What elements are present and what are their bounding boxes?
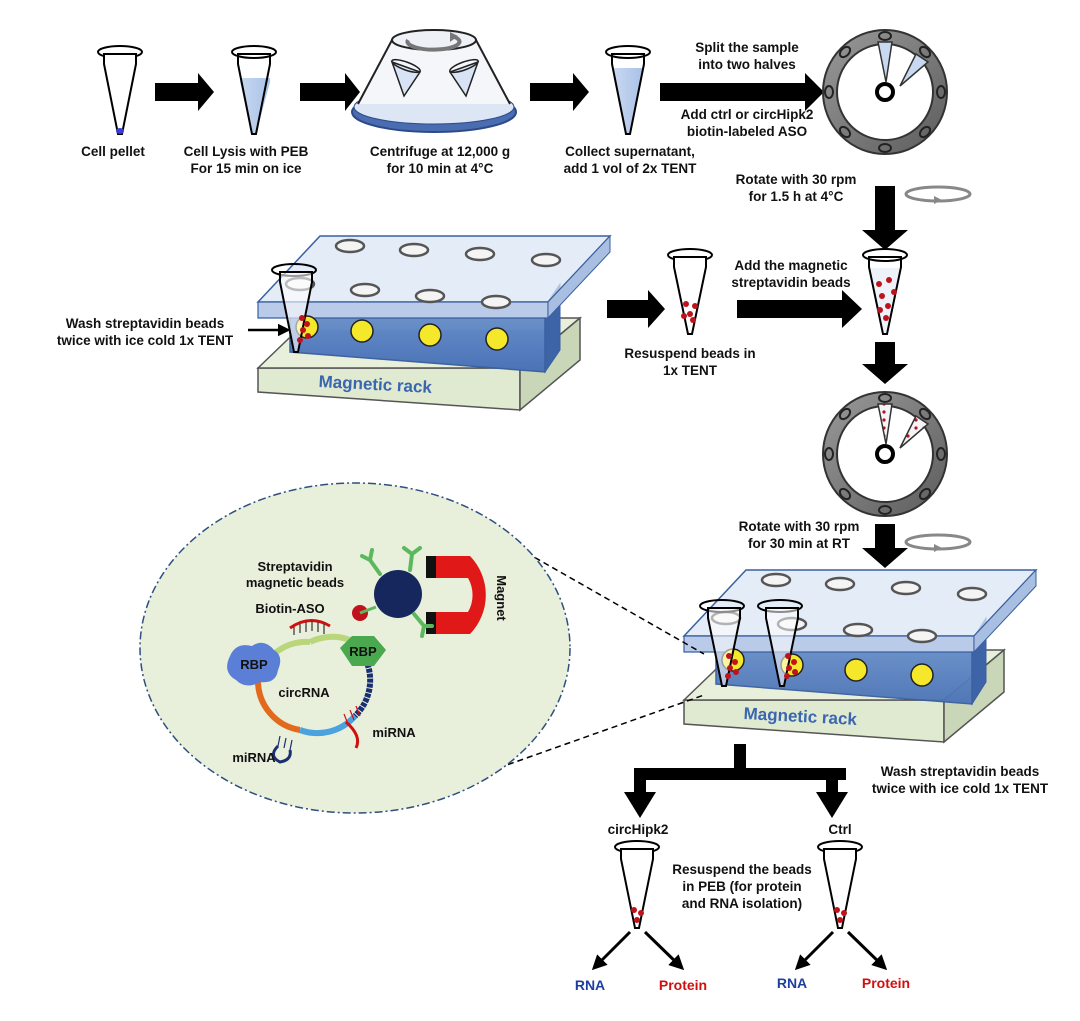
label-rbp-right: RBP <box>349 644 377 659</box>
label-left-protein: Protein <box>659 977 707 993</box>
label-cell-pellet: Cell pellet <box>81 144 145 159</box>
label-centrifuge-1: Centrifuge at 12,000 g <box>370 144 510 159</box>
output-arrows <box>591 930 888 971</box>
label-magnet: Magnet <box>494 575 509 621</box>
split-tree-arrows <box>624 744 848 818</box>
label-rotate2-1: Rotate with 30 rpm <box>739 519 860 534</box>
label-right-rna: RNA <box>777 975 807 991</box>
arrow-3 <box>530 73 589 111</box>
arrow-add-beads <box>737 290 862 328</box>
tube-ctrl <box>817 840 863 929</box>
label-lysis-1: Cell Lysis with PEB <box>184 144 309 159</box>
label-lysis-2: For 15 min on ice <box>190 161 302 176</box>
label-resuspend-1: Resuspend beads in <box>624 346 755 361</box>
label-collect-2: add 1 vol of 2x TENT <box>564 161 698 176</box>
inset-mechanism <box>139 482 571 814</box>
label-wash2-1: Wash streptavidin beads <box>881 764 1040 779</box>
arrow-to-resuspend <box>607 290 665 328</box>
rotate-icon-1 <box>904 185 972 204</box>
label-biotin-aso: Biotin-ASO <box>255 601 324 616</box>
centrifuge-icon <box>351 29 517 133</box>
label-beads-1: Streptavidin <box>257 559 332 574</box>
arrow-down-3 <box>862 524 908 568</box>
rotator-2-icon <box>822 391 948 517</box>
arrow-2 <box>300 73 360 111</box>
tube-cell-pellet <box>97 45 143 135</box>
label-mirna-right: miRNA <box>372 725 416 740</box>
arrow-down-1 <box>862 186 908 250</box>
label-centrifuge-2: for 10 min at 4°C <box>387 161 494 176</box>
label-resuspend-peb-2: in PEB (for protein <box>682 879 801 894</box>
label-ctrl: Ctrl <box>828 822 851 837</box>
label-wash1-1: Wash streptavidin beads <box>66 316 225 331</box>
magnetic-rack-1 <box>256 234 612 412</box>
label-add-beads-1: Add the magnetic <box>734 258 848 273</box>
label-rotate2-2: for 30 min at RT <box>748 536 851 551</box>
label-mirna-left: miRNA <box>232 750 276 765</box>
label-resuspend-peb-3: and RNA isolation) <box>682 896 802 911</box>
label-rbp-left: RBP <box>240 657 268 672</box>
label-collect-1: Collect supernatant, <box>565 144 695 159</box>
tube-with-beads-right <box>862 248 908 335</box>
label-add-beads-2: streptavidin beads <box>731 275 850 290</box>
arrow-split <box>660 73 824 111</box>
rotator-1-icon <box>822 29 948 155</box>
label-add-aso-1: Add ctrl or circHipk2 <box>681 107 814 122</box>
label-add-aso-2: biotin-labeled ASO <box>687 124 807 139</box>
label-beads-2: magnetic beads <box>246 575 344 590</box>
label-resuspend-peb-1: Resuspend the beads <box>672 862 812 877</box>
label-right-protein: Protein <box>862 975 910 991</box>
label-wash1-2: twice with ice cold 1x TENT <box>57 333 234 348</box>
label-rotate1-1: Rotate with 30 rpm <box>736 172 857 187</box>
label-wash2-2: twice with ice cold 1x TENT <box>872 781 1049 796</box>
tube-supernatant <box>605 45 651 135</box>
arrow-1 <box>155 73 214 111</box>
magnetic-rack-2 <box>682 568 1038 744</box>
arrow-down-2 <box>862 342 908 384</box>
label-split-1: Split the sample <box>695 40 799 55</box>
tube-lysis <box>231 45 277 135</box>
tube-circhipk2 <box>614 840 660 929</box>
label-resuspend-2: 1x TENT <box>663 363 718 378</box>
tube-resuspend <box>667 248 713 335</box>
inset-zoom-lines <box>441 507 705 789</box>
label-split-2: into two halves <box>698 57 796 72</box>
label-circhipk2: circHipk2 <box>608 822 669 837</box>
label-circrna: circRNA <box>278 685 330 700</box>
label-rotate1-2: for 1.5 h at 4°C <box>749 189 844 204</box>
label-left-rna: RNA <box>575 977 605 993</box>
rotate-icon-2 <box>904 533 972 552</box>
